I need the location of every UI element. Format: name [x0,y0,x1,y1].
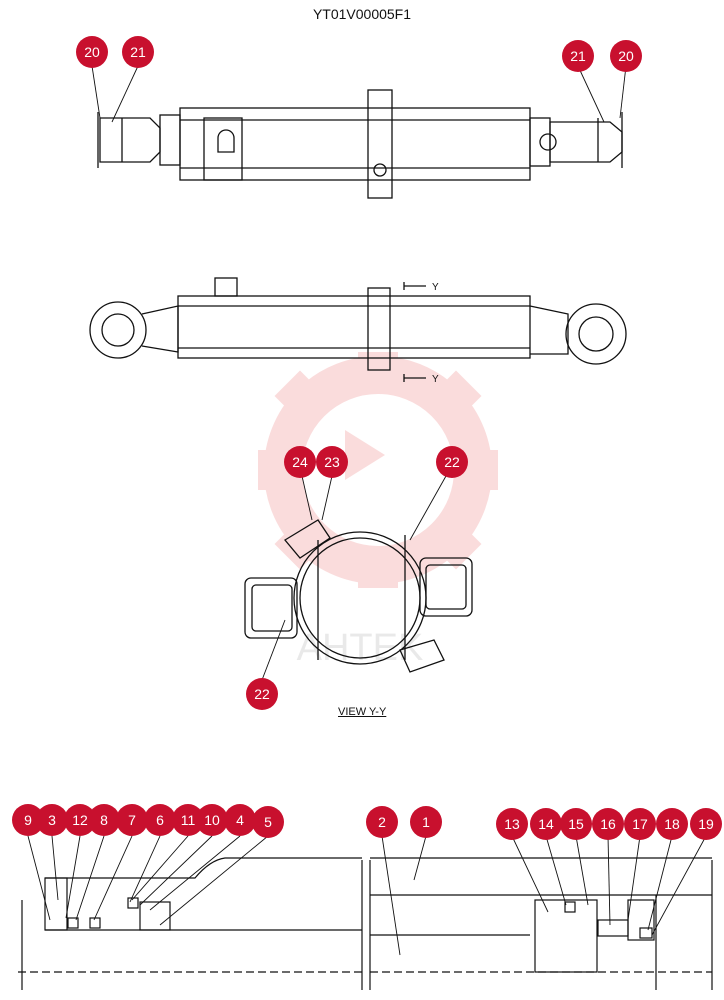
cylinder-top-view [97,89,623,199]
callout-12[interactable]: 12 [64,804,96,836]
svg-text:1: 1 [422,814,430,830]
svg-text:17: 17 [632,816,648,832]
diagram-title: YT01V00005F1 [312,6,412,22]
svg-text:3: 3 [48,812,56,828]
callout-22-lower[interactable]: 22 [246,678,278,710]
section-marker-top: Y [432,282,439,293]
callout-9[interactable]: 9 [12,804,44,836]
svg-text:7: 7 [128,812,136,828]
callout-19[interactable]: 19 [690,808,722,840]
svg-text:5: 5 [264,814,272,830]
svg-text:11: 11 [181,812,196,828]
callout-20-left[interactable]: 20 [76,36,108,68]
callout-2[interactable]: 2 [366,806,398,838]
callout-13[interactable]: 13 [496,808,528,840]
callout-21-right[interactable]: 21 [562,40,594,72]
svg-text:20: 20 [618,48,634,64]
callout-22-upper[interactable]: 22 [436,446,468,478]
svg-text:10: 10 [204,812,220,828]
callout-11[interactable]: 11 [172,804,204,836]
svg-text:19: 19 [698,816,714,832]
callout-18[interactable]: 18 [656,808,688,840]
callout-6[interactable]: 6 [144,804,176,836]
callout-1[interactable]: 1 [410,806,442,838]
watermark-logo: AHTEK [258,352,498,669]
callout-4[interactable]: 4 [224,804,256,836]
svg-text:6: 6 [156,812,164,828]
clamp-view-yy [244,519,473,673]
section-view [18,857,713,990]
callout-17[interactable]: 17 [624,808,656,840]
leader-lines [27,65,707,956]
svg-text:18: 18 [664,816,680,832]
svg-text:15: 15 [568,816,584,832]
callout-8[interactable]: 8 [88,804,120,836]
callout-14[interactable]: 14 [530,808,562,840]
svg-text:2: 2 [378,814,386,830]
callout-21-left[interactable]: 21 [122,36,154,68]
callout-24[interactable]: 24 [284,446,316,478]
svg-text:20: 20 [84,44,100,60]
callout-3[interactable]: 3 [36,804,68,836]
svg-text:4: 4 [236,812,244,828]
svg-text:21: 21 [570,48,586,64]
svg-text:23: 23 [324,454,340,470]
svg-text:9: 9 [24,812,32,828]
callout-16[interactable]: 16 [592,808,624,840]
callout-5[interactable]: 5 [252,806,284,838]
callout-15[interactable]: 15 [560,808,592,840]
watermark-text: AHTEK [297,627,424,669]
section-marker-bottom: Y [432,374,439,385]
view-label: VIEW Y-Y [338,706,387,718]
svg-text:21: 21 [130,44,146,60]
callouts: 20 21 21 20 24 23 22 22 9 3 12 8 7 6 11 … [12,36,722,840]
svg-text:22: 22 [254,686,270,702]
svg-text:14: 14 [538,816,554,832]
callout-7[interactable]: 7 [116,804,148,836]
callout-20-right[interactable]: 20 [610,40,642,72]
cylinder-front-view [89,277,627,382]
callout-10[interactable]: 10 [196,804,228,836]
svg-text:8: 8 [100,812,108,828]
svg-text:13: 13 [504,816,520,832]
svg-text:22: 22 [444,454,460,470]
svg-text:16: 16 [600,816,616,832]
svg-text:24: 24 [292,454,308,470]
svg-text:12: 12 [72,812,88,828]
callout-23[interactable]: 23 [316,446,348,478]
